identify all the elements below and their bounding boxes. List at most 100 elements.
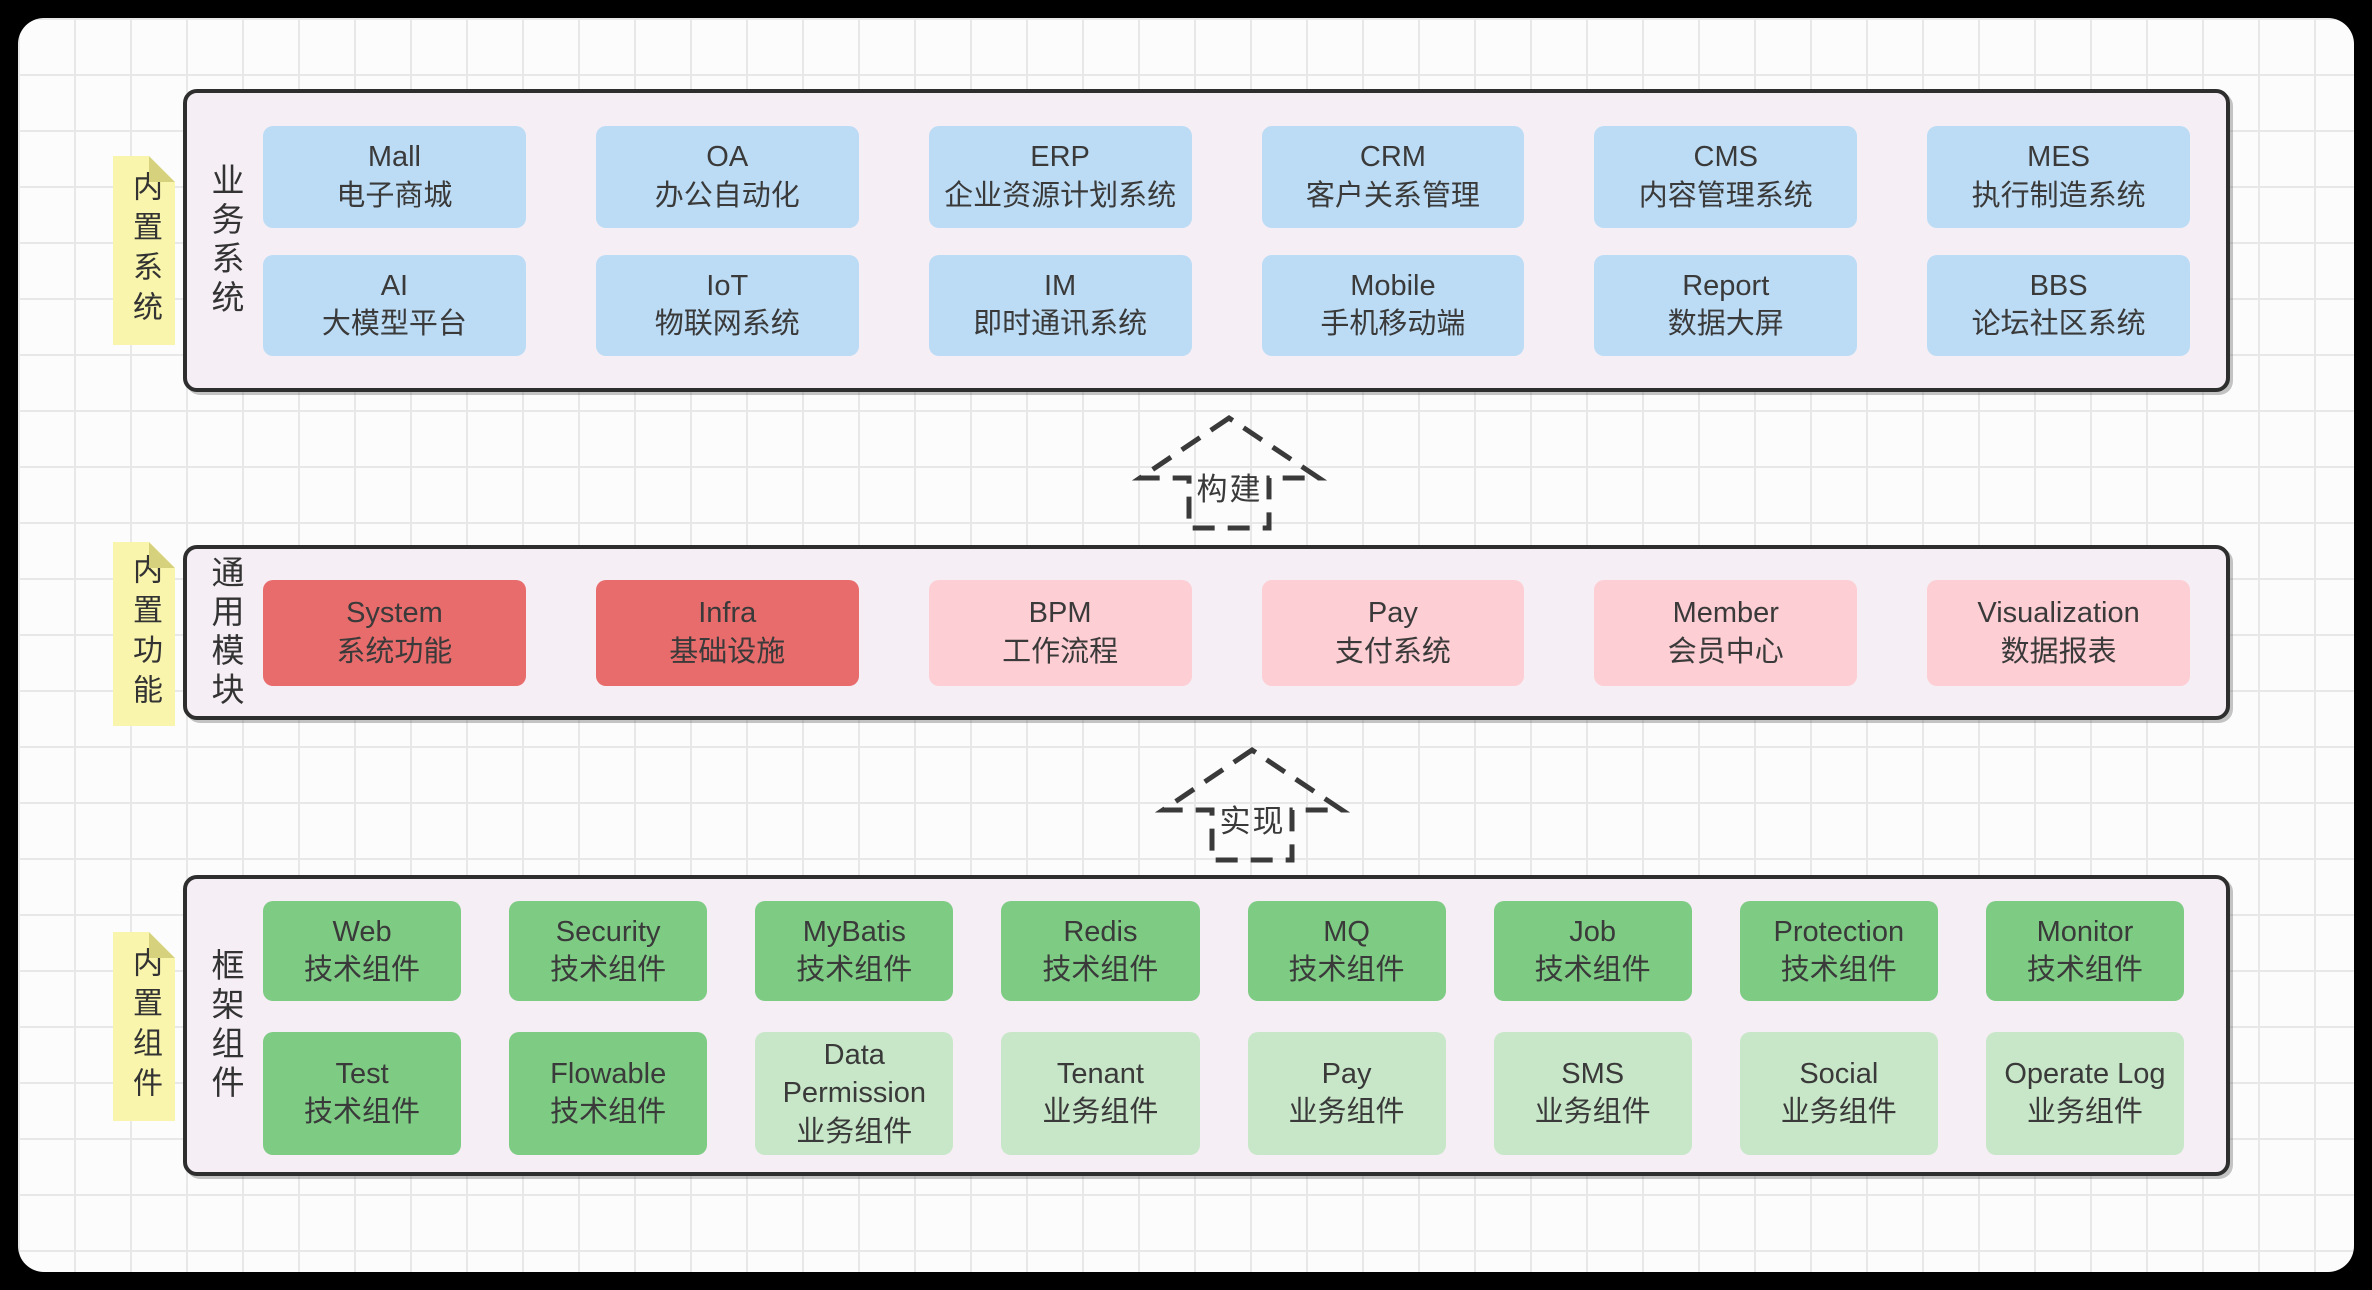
panel-business-systems: 业务系统 Mall 电子商城 OA 办公自动化 ERP 企业资源计划系统 CRM bbox=[183, 89, 2230, 392]
box-subtitle: 技术组件 bbox=[2026, 954, 2143, 986]
box-subtitle: 会员中心 bbox=[1667, 635, 1784, 668]
box-mq: MQ 技术组件 bbox=[1247, 901, 1446, 1001]
box-title: SMS bbox=[1561, 1058, 1625, 1091]
box-subtitle: 业务组件 bbox=[796, 1115, 913, 1148]
box-subtitle: 技术组件 bbox=[550, 954, 667, 986]
sticky-label: 内置组件 bbox=[128, 946, 161, 1107]
box-pay: Pay 支付系统 bbox=[1261, 579, 1525, 686]
box-flowable: Flowable 技术组件 bbox=[509, 1032, 708, 1155]
box-subtitle: 技术组件 bbox=[1042, 954, 1159, 986]
box-title: Protection bbox=[1773, 915, 1905, 948]
box-title: Test bbox=[335, 1058, 389, 1091]
panel-label-strip: 业务系统 bbox=[187, 93, 263, 388]
panel-framework-components: 框架组件 Web 技术组件 Security 技术组件 MyBatis 技术组件… bbox=[183, 875, 2230, 1176]
arrow-label: 构建 bbox=[1196, 472, 1263, 507]
box-title: OA bbox=[706, 141, 749, 174]
box-subtitle: 技术组件 bbox=[550, 1096, 667, 1129]
box-title: System bbox=[346, 597, 443, 630]
implement-arrow: 实现 bbox=[1155, 744, 1350, 866]
box-subtitle: 数据报表 bbox=[2000, 635, 2117, 668]
sticky-label: 内置系统 bbox=[128, 170, 161, 331]
box-title: Pay bbox=[1321, 1058, 1372, 1091]
box-title: Operate Log bbox=[2004, 1058, 2166, 1091]
box-subtitle: 电子商城 bbox=[336, 179, 453, 212]
box-tenant: Tenant 业务组件 bbox=[1001, 1032, 1200, 1155]
box-bbs: BBS 论坛社区系统 bbox=[1927, 254, 2190, 356]
box-row: Mall 电子商城 OA 办公自动化 ERP 企业资源计划系统 CRM 客户关系… bbox=[263, 126, 2190, 228]
box-row: Test 技术组件 Flowable 技术组件 Data Permission … bbox=[263, 1032, 2184, 1155]
box-operate-log: Operate Log 业务组件 bbox=[1985, 1032, 2184, 1155]
panel-common-modules: 通用模块 System 系统功能 Infra 基础设施 BPM 工作流程 Pay bbox=[183, 545, 2230, 720]
box-subtitle: 即时通讯系统 bbox=[973, 308, 1148, 341]
box-subtitle: 业务组件 bbox=[1042, 1096, 1159, 1129]
dashed-up-arrow-icon bbox=[1155, 746, 1350, 863]
box-subtitle: 系统功能 bbox=[336, 635, 453, 668]
box-subtitle: 工作流程 bbox=[1002, 635, 1119, 668]
box-subtitle: 大模型平台 bbox=[321, 308, 467, 341]
panel-body: System 系统功能 Infra 基础设施 BPM 工作流程 Pay 支付系统… bbox=[263, 549, 2226, 716]
box-oa: OA 办公自动化 bbox=[595, 126, 859, 228]
box-erp: ERP 企业资源计划系统 bbox=[928, 126, 1192, 228]
box-subtitle: 技术组件 bbox=[304, 1096, 421, 1129]
box-mybatis: MyBatis 技术组件 bbox=[755, 901, 954, 1001]
box-row: AI 大模型平台 IoT 物联网系统 IM 即时通讯系统 Mobile 手机移动… bbox=[263, 254, 2190, 356]
box-title: IM bbox=[1043, 269, 1077, 302]
box-title: Pay bbox=[1367, 597, 1418, 630]
box-title: Visualization bbox=[1977, 597, 2140, 630]
box-system: System 系统功能 bbox=[263, 579, 526, 686]
box-subtitle: 业务组件 bbox=[1780, 1096, 1897, 1129]
panel-label: 通用模块 bbox=[207, 554, 244, 711]
box-sms: SMS 业务组件 bbox=[1493, 1032, 1692, 1155]
box-subtitle: 业务组件 bbox=[2026, 1096, 2143, 1129]
box-job: Job 技术组件 bbox=[1493, 901, 1692, 1001]
sticky-note-components: 内置组件 bbox=[113, 932, 175, 1121]
box-crm: CRM 客户关系管理 bbox=[1261, 126, 1525, 228]
box-title: BBS bbox=[2029, 269, 2088, 302]
panel-body: Web 技术组件 Security 技术组件 MyBatis 技术组件 Redi… bbox=[263, 879, 2226, 1172]
diagram-canvas: 内置系统 业务系统 Mall 电子商城 OA 办公自动化 ERP 企业资源计划系… bbox=[18, 18, 2354, 1272]
box-title: Social bbox=[1799, 1058, 1879, 1091]
box-visualization: Visualization 数据报表 bbox=[1927, 579, 2190, 686]
box-mobile: Mobile 手机移动端 bbox=[1261, 254, 1525, 356]
box-title: MQ bbox=[1323, 915, 1370, 948]
box-redis: Redis 技术组件 bbox=[1001, 901, 1200, 1001]
box-title: Redis bbox=[1063, 915, 1138, 948]
box-data-permission: Data Permission 业务组件 bbox=[755, 1032, 954, 1155]
box-title: Mobile bbox=[1350, 269, 1436, 302]
box-title: Mall bbox=[367, 141, 421, 174]
box-member: Member 会员中心 bbox=[1594, 579, 1858, 686]
box-title: Security bbox=[555, 915, 661, 948]
box-title: CMS bbox=[1693, 141, 1758, 174]
box-test: Test 技术组件 bbox=[263, 1032, 462, 1155]
box-title: MyBatis bbox=[802, 915, 906, 948]
box-subtitle: 技术组件 bbox=[1534, 954, 1651, 986]
box-subtitle: 手机移动端 bbox=[1320, 308, 1466, 341]
box-title: Monitor bbox=[2036, 915, 2134, 948]
box-subtitle: 基础设施 bbox=[669, 635, 786, 668]
box-subtitle: 客户关系管理 bbox=[1305, 179, 1480, 212]
box-monitor: Monitor 技术组件 bbox=[1985, 901, 2184, 1001]
box-iot: IoT 物联网系统 bbox=[595, 254, 859, 356]
box-protection: Protection 技术组件 bbox=[1739, 901, 1938, 1001]
panel-label: 框架组件 bbox=[207, 947, 244, 1104]
box-title: Data Permission bbox=[782, 1039, 927, 1110]
panel-label-strip: 通用模块 bbox=[187, 549, 263, 716]
box-subtitle: 技术组件 bbox=[1288, 954, 1405, 986]
box-bpm: BPM 工作流程 bbox=[928, 579, 1192, 686]
box-subtitle: 技术组件 bbox=[796, 954, 913, 986]
box-title: BPM bbox=[1028, 597, 1092, 630]
panel-body: Mall 电子商城 OA 办公自动化 ERP 企业资源计划系统 CRM 客户关系… bbox=[263, 93, 2226, 388]
sticky-note-business: 内置系统 bbox=[113, 156, 175, 345]
box-title: Member bbox=[1672, 597, 1779, 630]
box-title: Web bbox=[332, 915, 392, 948]
box-title: Report bbox=[1682, 269, 1770, 302]
box-cms: CMS 内容管理系统 bbox=[1594, 126, 1858, 228]
sticky-note-functions: 内置功能 bbox=[113, 542, 175, 726]
box-subtitle: 内容管理系统 bbox=[1638, 179, 1813, 212]
dashed-up-arrow-icon bbox=[1132, 414, 1327, 531]
box-subtitle: 技术组件 bbox=[1780, 954, 1897, 986]
box-report: Report 数据大屏 bbox=[1594, 254, 1858, 356]
box-subtitle: 数据大屏 bbox=[1667, 308, 1784, 341]
box-web: Web 技术组件 bbox=[263, 901, 462, 1001]
box-mall: Mall 电子商城 bbox=[263, 126, 526, 228]
